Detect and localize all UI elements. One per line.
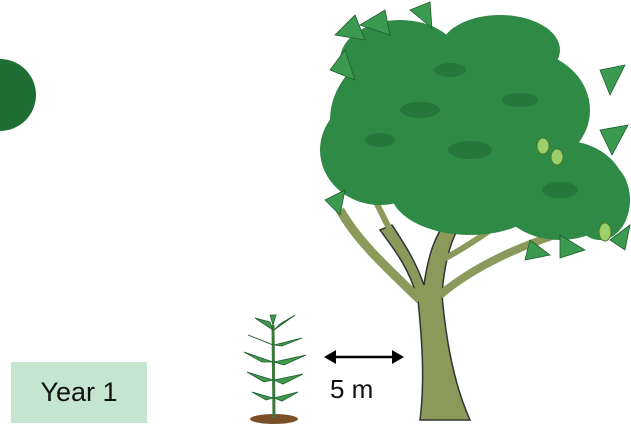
green-circle-icon	[0, 59, 36, 131]
sapling-icon	[244, 315, 306, 424]
distance-label: 5 m	[330, 374, 373, 405]
double-arrow-icon	[324, 350, 404, 364]
year-label: Year 1	[11, 362, 147, 423]
